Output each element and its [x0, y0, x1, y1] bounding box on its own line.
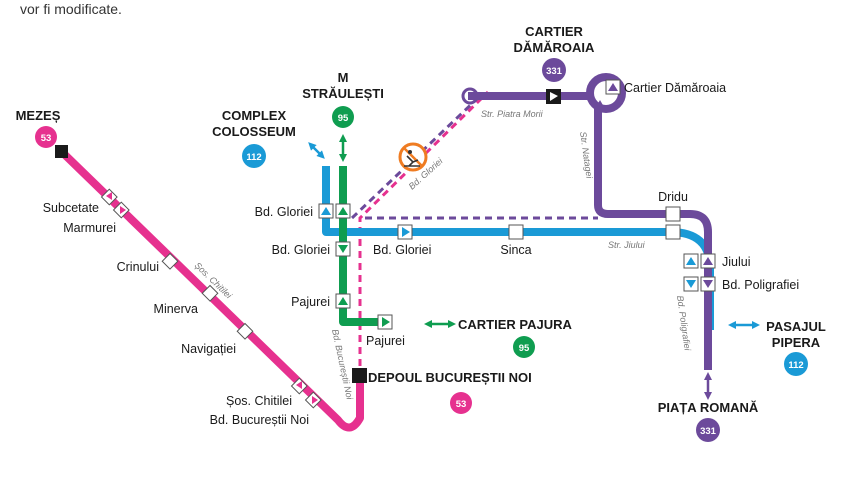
pajurei-2-triangle-arrow-icon: [382, 317, 390, 327]
terminal-pipera-line2: PIPERA: [772, 335, 821, 350]
stop-group-east: [546, 79, 716, 292]
badge-331-piata-romana: 331: [696, 418, 720, 442]
terminal-colosseum-line1: COMPLEX: [222, 108, 287, 123]
jiului-2-triangle-arrow-icon: [703, 257, 713, 265]
bd-poligrafiei-triangle-arrow-icon: [686, 280, 696, 288]
svg-text:331: 331: [700, 426, 717, 437]
badge-95-pajura: 95: [513, 336, 535, 358]
terminal-damaroaia-line2: DĂMĂROAIA: [514, 40, 595, 55]
stop-label-jiului: Jiului: [722, 255, 751, 269]
street-label-str-piatra-morii: Str. Piatra Morii: [481, 109, 544, 119]
jiului-triangle-arrow-icon: [686, 257, 696, 265]
street-label-bd-poligrafiei: Bd. Poligrafiei: [675, 295, 693, 352]
stop-label-cartier-damaroaia: Cartier Dămăroaia: [624, 81, 726, 95]
stop-label-bd-gloriei-1: Bd. Gloriei: [255, 205, 313, 219]
stop-group-53: [55, 145, 367, 409]
terminal-damaroaia-line1: CARTIER: [525, 24, 583, 39]
terminal-depou: DEPOUL BUCUREȘTII NOI: [368, 370, 532, 385]
loop-triangle-arrow-icon: [596, 100, 604, 107]
marmurei-triangle-arrow-icon: [120, 206, 126, 214]
terminal-pajura: CARTIER PAJURA: [458, 317, 572, 332]
terminal-colosseum-line2: COLOSSEUM: [212, 124, 296, 139]
badge-95-straulesti: 95: [332, 106, 354, 128]
navigatiei-stop-icon: [236, 322, 254, 340]
badge-53-depou: 53: [450, 392, 472, 414]
cartier-damaroaia-triangle-arrow-icon: [608, 83, 618, 91]
stop-label-sos-chitilei: Șos. Chitilei: [226, 394, 292, 408]
sinca-stop-icon: [508, 224, 524, 240]
badge-331-damaroaia: 331: [542, 58, 566, 82]
stop-label-marmurei: Marmurei: [63, 221, 116, 235]
street-label-bd-bucurestii-noi: Bd. Bucureștii Noi: [330, 328, 355, 401]
mezes-terminal-square-icon: [55, 145, 68, 158]
line-331-loop: [586, 73, 626, 113]
dridu-stop-icon: [665, 206, 681, 222]
damaroaia-triangle-arrow-icon: [550, 92, 558, 101]
bd-gloriei-1b-triangle-arrow-icon: [338, 207, 348, 215]
terminal-piata-romana: PIAȚA ROMANĂ: [658, 400, 759, 415]
intro-text: vor fi modificate.: [20, 1, 122, 17]
stop-label-crinului: Crinului: [117, 260, 159, 274]
svg-text:53: 53: [41, 133, 52, 144]
terminal-mezes: MEZEȘ: [16, 108, 61, 123]
bd-gloriei-3-triangle-arrow-icon: [402, 227, 410, 237]
stop-label-subcetate: Subcetate: [43, 201, 99, 215]
stop-label-dridu: Dridu: [658, 190, 688, 204]
stop-label-bd-bucurestii-noi: Bd. Bucureștii Noi: [210, 413, 309, 427]
svg-text:331: 331: [546, 66, 563, 77]
stop-label-sinca: Sinca: [500, 243, 531, 257]
stop-label-bd-poligrafiei: Bd. Poligrafiei: [722, 278, 799, 292]
stop-label-bd-gloriei-3: Bd. Gloriei: [373, 243, 431, 257]
badge-112-pipera: 112: [784, 352, 808, 376]
sos-chitilei-triangle-arrow-icon: [296, 381, 302, 389]
stop-label-navigatiei: Navigației: [181, 342, 236, 356]
stop-label-bd-gloriei-2: Bd. Gloriei: [272, 243, 330, 257]
svg-text:95: 95: [519, 343, 530, 354]
bd-gloriei-2-triangle-arrow-icon: [338, 245, 348, 253]
badge-112-colosseum: 112: [242, 144, 266, 168]
line-331-turnaround: [461, 87, 479, 105]
bd-bucurestii-noi-triangle-arrow-icon: [312, 396, 318, 404]
depou-terminal-square-icon: [352, 368, 367, 383]
road-works-icon: [398, 142, 428, 172]
minerva-stop-icon: [201, 284, 219, 302]
bd-gloriei-1-triangle-arrow-icon: [321, 207, 331, 215]
line-53-route: [58, 148, 364, 432]
crinului-stop-icon: [161, 252, 179, 270]
subcetate-triangle-arrow-icon: [106, 192, 112, 200]
stop-label-minerva: Minerva: [154, 302, 199, 316]
street-label-str-jiului: Str. Jiului: [608, 240, 646, 250]
svg-text:112: 112: [788, 360, 803, 371]
colosseum-double-arrow-icon: [308, 142, 325, 159]
svg-text:95: 95: [338, 113, 349, 124]
stop-group-gloriei: [318, 203, 524, 330]
terminal-straulesti-line2: STRĂULEȘTI: [302, 86, 384, 101]
terminal-pipera-line1: PASAJUL: [766, 319, 826, 334]
stop-label-pajurei-2: Pajurei: [366, 334, 405, 348]
dridu-2-stop-icon: [665, 224, 681, 240]
street-label-str-natagei: Str. Natagei: [578, 131, 595, 180]
svg-text:53: 53: [456, 399, 467, 410]
badge-53-mezes: 53: [35, 126, 57, 148]
bd-poligrafiei-2-triangle-arrow-icon: [703, 280, 713, 288]
stop-label-pajurei-1: Pajurei: [291, 295, 330, 309]
terminal-straulesti-line1: M: [338, 70, 349, 85]
svg-text:112: 112: [246, 152, 261, 163]
pajurei-1-triangle-arrow-icon: [338, 297, 348, 305]
line-331-route: [594, 108, 712, 370]
